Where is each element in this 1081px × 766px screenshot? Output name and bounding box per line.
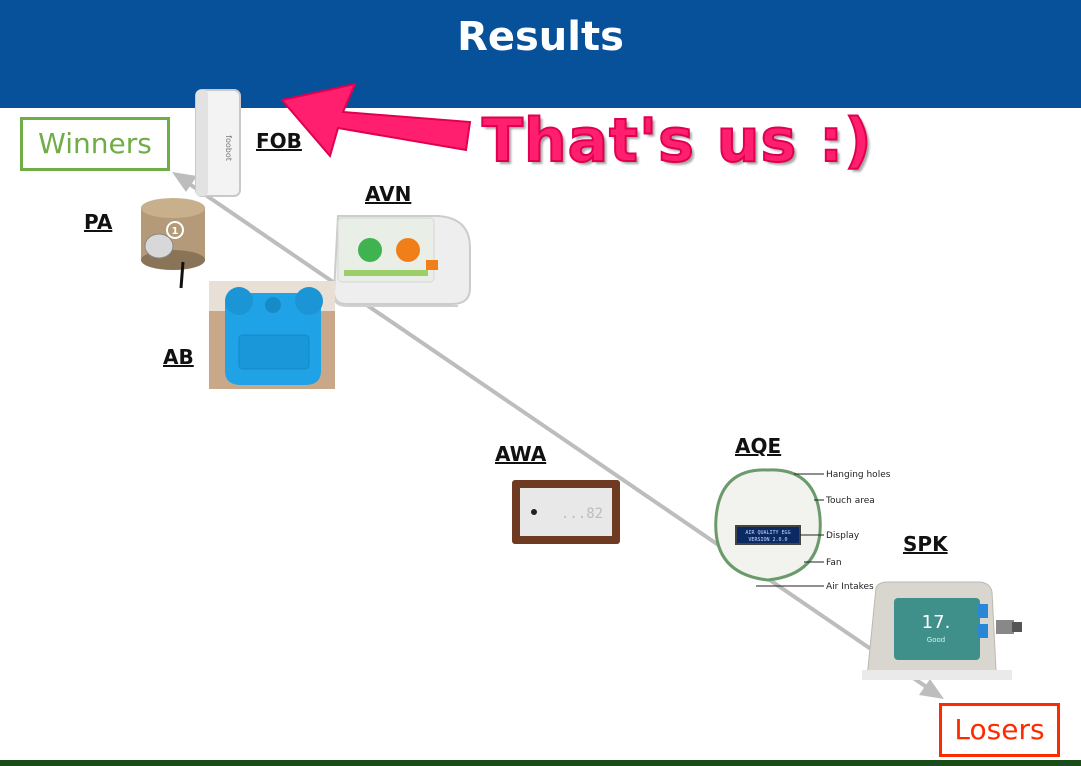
losers-label: Losers: [939, 703, 1060, 757]
axis-line: [186, 181, 930, 690]
page-title: Results: [457, 14, 624, 60]
callout-arrow-shape: [280, 82, 472, 159]
pa-device-image: 1: [141, 198, 205, 289]
device-label-avn: AVN: [365, 182, 412, 206]
aqe-screen-line2: VERSION 2.0.0: [748, 537, 787, 543]
avn-device-image: [332, 215, 471, 307]
footer-line: [0, 760, 1081, 766]
aqe-device-image: AIR QUALITY EGG VERSION 2.0.0 Hanging ho…: [714, 468, 891, 592]
axis-arrowhead-end: [919, 679, 944, 699]
aqe-screen-line1: AIR QUALITY EGG: [745, 530, 790, 536]
aqe-callout-air-intakes: Air Intakes: [826, 582, 874, 592]
device-label-pa: PA: [84, 210, 113, 234]
header-bar: [0, 0, 1081, 108]
aqe-callout-hanging-holes: Hanging holes: [826, 470, 891, 480]
aqe-callout-fan: Fan: [826, 558, 842, 568]
device-label-fob: FOB: [256, 129, 302, 153]
winners-label: Winners: [20, 117, 170, 171]
callout-text: That's us :): [481, 105, 873, 177]
spk-value-text: 17.: [922, 612, 951, 633]
device-label-aqe: AQE: [735, 434, 782, 458]
device-label-awa: AWA: [495, 442, 547, 466]
fob-brand-text: foobot: [224, 135, 233, 161]
ab-device-image: [209, 281, 335, 389]
pa-badge-text: 1: [172, 226, 179, 237]
axis-arrowhead-start: [172, 172, 197, 192]
fob-device-image: foobot: [195, 89, 241, 197]
device-label-ab: AB: [163, 345, 194, 369]
spk-device-image: 17. Good: [862, 581, 1022, 680]
aqe-callout-display: Display: [826, 531, 860, 541]
spk-status-text: Good: [927, 636, 945, 644]
awa-device-image: ...82: [512, 480, 620, 544]
aqe-callout-touch-area: Touch area: [825, 496, 875, 506]
awa-display-text: ...82: [561, 506, 603, 522]
device-label-spk: SPK: [903, 532, 948, 556]
